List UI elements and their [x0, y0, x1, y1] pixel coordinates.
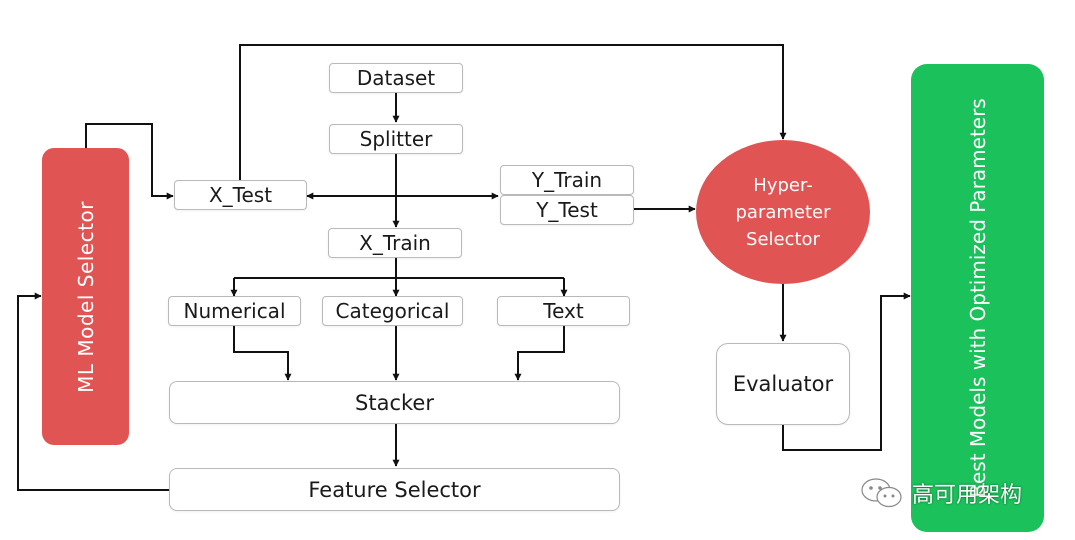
splitter-box: Splitter	[329, 124, 463, 154]
categorical-box: Categorical	[322, 296, 463, 326]
x-test-label: X_Test	[208, 183, 273, 207]
numerical-label: Numerical	[183, 299, 286, 323]
categorical-label: Categorical	[335, 299, 450, 323]
arrow-numerical-to-stacker	[233, 326, 292, 381]
x-train-label: X_Train	[359, 231, 431, 255]
stacker-box: Stacker	[169, 381, 620, 424]
x-test-box: X_Test	[174, 180, 307, 210]
hyper-parameter-selector: Hyper- parameter Selector	[696, 140, 870, 284]
feature-selector-box: Feature Selector	[169, 468, 620, 511]
y-train-label: Y_Train	[531, 168, 603, 192]
y-test-box: Y_Test	[500, 195, 634, 225]
dataset-box: Dataset	[329, 63, 463, 93]
dataset-label: Dataset	[356, 66, 436, 90]
feature-selector-label: Feature Selector	[308, 477, 481, 502]
y-test-label: Y_Test	[536, 198, 598, 222]
arrow-x-test-to-hyper	[239, 44, 787, 180]
hyper-parameter-selector-label: Hyper- parameter Selector	[735, 174, 831, 250]
text-box: Text	[497, 296, 630, 326]
best-models-panel: Best Models with Optimized Parameters	[911, 64, 1044, 532]
splitter-label: Splitter	[359, 127, 433, 151]
arrow-text-to-stacker	[514, 326, 565, 381]
numerical-box: Numerical	[168, 296, 301, 326]
evaluator-label: Evaluator	[732, 372, 834, 396]
arrow-x-train-to-branches	[234, 258, 564, 279]
stacker-label: Stacker	[355, 390, 434, 415]
best-models-label: Best Models with Optimized Parameters	[965, 98, 990, 498]
ml-model-selector: ML Model Selector	[42, 148, 129, 445]
text-label: Text	[543, 299, 584, 323]
y-train-box: Y_Train	[500, 165, 634, 195]
watermark: 高可用架构	[860, 476, 1022, 510]
x-train-box: X_Train	[328, 228, 462, 258]
ml-model-selector-label: ML Model Selector	[73, 200, 98, 393]
wechat-icon	[861, 478, 902, 508]
watermark-text: 高可用架构	[912, 483, 1023, 508]
evaluator-box: Evaluator	[716, 343, 850, 425]
